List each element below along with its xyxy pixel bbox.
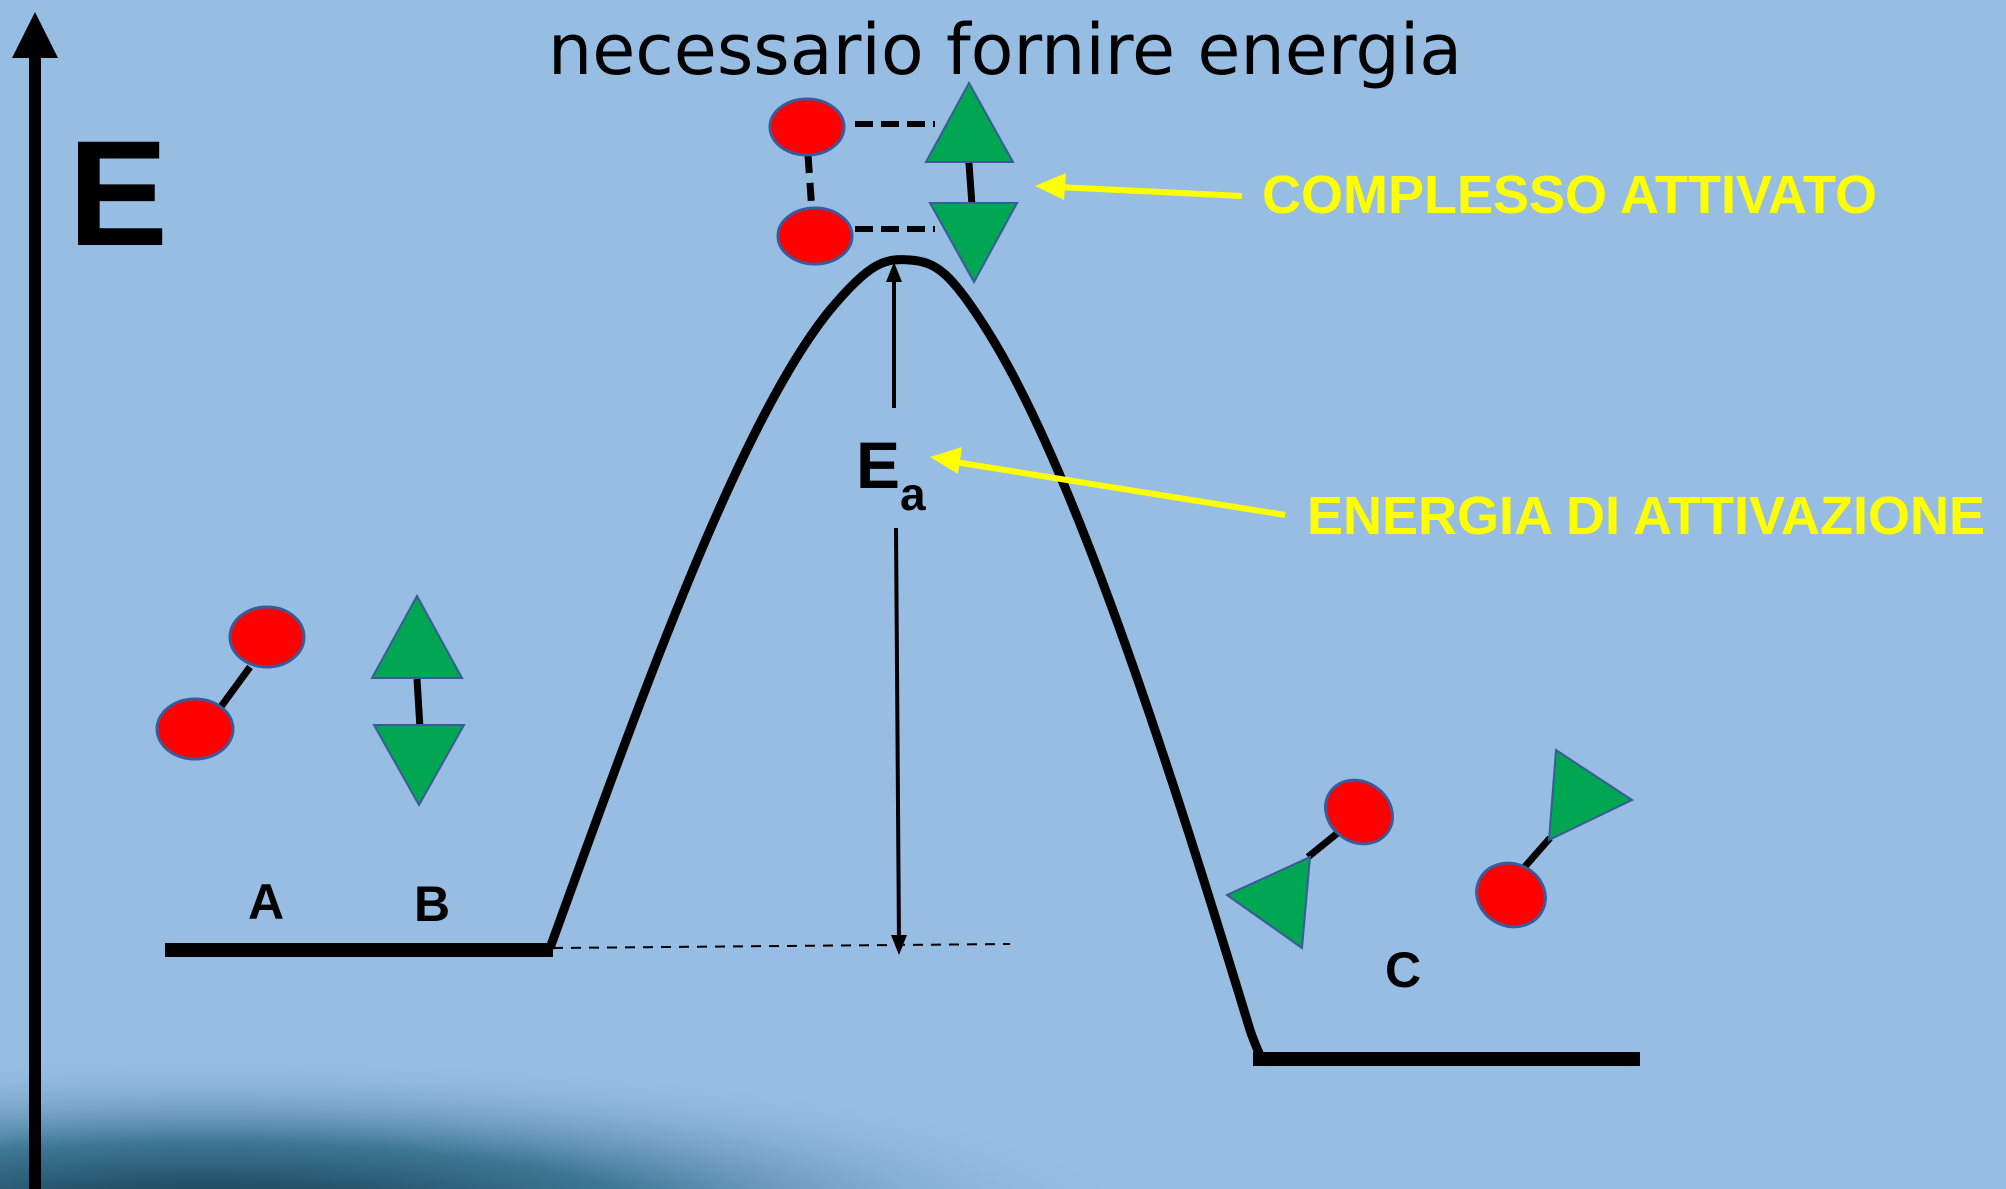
activation-energy-symbol-main: E <box>856 428 901 502</box>
complex-bond-vertical-left <box>804 154 816 213</box>
molecule-a-atom-lower <box>155 697 235 761</box>
ea-arrowhead-up <box>886 262 902 282</box>
molecule-a-atom-upper <box>228 605 306 669</box>
activation-energy-callout: ENERGIA DI ATTIVAZIONE <box>1307 486 1986 546</box>
complex-triangle-up <box>924 80 1015 163</box>
molecule-b-bond <box>413 678 424 729</box>
slide-title: necessario fornire energia <box>547 9 1463 91</box>
background-shadow <box>0 989 1150 1189</box>
activated-complex-callout-arrow <box>1057 184 1243 199</box>
species-label-c: C <box>1385 942 1422 998</box>
energy-profile-curve <box>545 255 1267 1062</box>
molecule-a-bond <box>217 664 253 711</box>
complex-atom-lower <box>776 206 854 266</box>
reactant-reference-dashed-line <box>552 943 1011 949</box>
species-label-b: B <box>414 876 451 932</box>
activation-energy-callout-arrowhead <box>930 447 962 474</box>
activated-complex-callout: COMPLESSO ATTIVATO <box>1262 165 1878 225</box>
product-1-atom <box>1324 778 1394 846</box>
activation-energy-symbol: Ea <box>856 425 926 534</box>
molecule-b-triangle-down <box>372 724 466 808</box>
species-label-a: A <box>248 874 285 930</box>
axis-arrowhead <box>12 12 58 58</box>
complex-triangle-down <box>928 202 1019 285</box>
ea-arrow-lower <box>894 527 901 945</box>
complex-atom-upper <box>768 97 846 157</box>
product-1-triangle <box>1225 855 1312 950</box>
activated-complex-callout-arrowhead <box>1035 173 1066 200</box>
ea-arrowhead-down <box>891 935 907 955</box>
molecule-b-triangle-up <box>370 593 464 679</box>
energy-axis-label: E <box>68 109 169 277</box>
product-2-triangle <box>1547 748 1635 842</box>
product-2-bond <box>1519 835 1553 873</box>
activation-energy-symbol-subscript: a <box>900 468 926 520</box>
product-2-atom <box>1475 861 1547 929</box>
activation-energy-callout-arrow <box>954 459 1286 518</box>
